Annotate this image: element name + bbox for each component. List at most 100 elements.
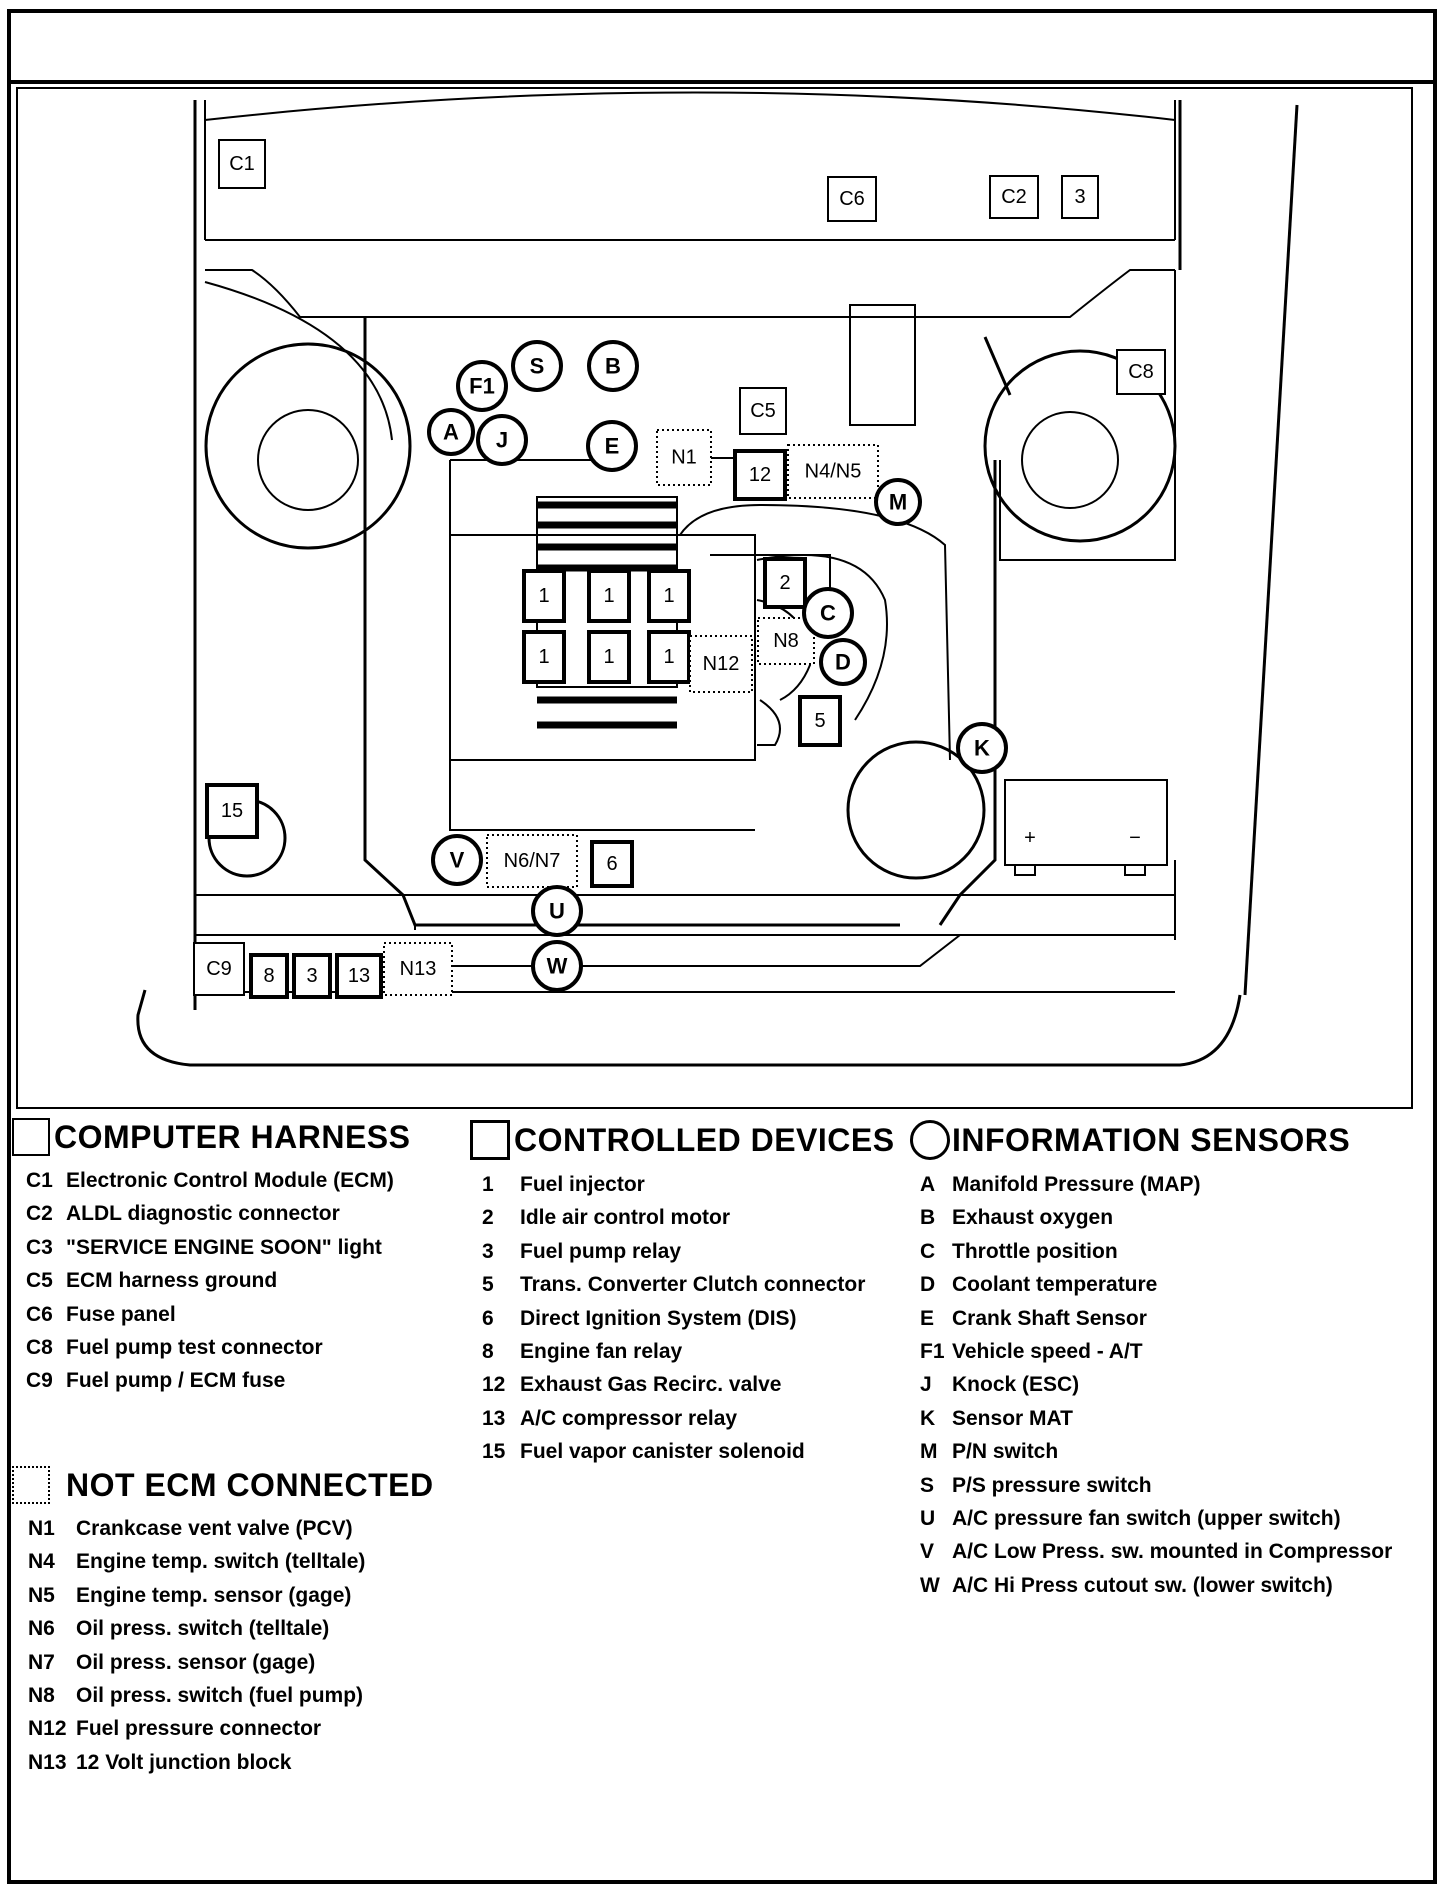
harness-c9-5: C9 — [193, 942, 245, 996]
legend-item-text: Fuel pump / ECM fuse — [66, 1369, 286, 1393]
not-ecm-box — [383, 942, 453, 996]
legend-item-text: P/N switch — [952, 1440, 1059, 1464]
legend-item-code: N12 — [28, 1717, 67, 1741]
legend-item-code: F1 — [920, 1339, 945, 1363]
legend-item-text: Crankcase vent valve (PCV) — [76, 1517, 353, 1540]
not-ecm-label: N4/N5 — [805, 461, 862, 483]
device-label: 8 — [263, 965, 274, 987]
device-5-8: 5 — [798, 695, 842, 747]
legend-item-n12: N12 Fuel pressure connector — [28, 1712, 434, 1745]
legend-item-text: Engine temp. sensor (gage) — [76, 1583, 352, 1607]
device-1-2: 1 — [587, 569, 631, 623]
sensor-label: W — [547, 954, 568, 979]
legend-item-text: Manifold Pressure (MAP) — [952, 1173, 1201, 1196]
legend-item-text: Exhaust oxygen — [952, 1206, 1114, 1230]
sensor-m: M — [874, 478, 922, 526]
device-label: 12 — [749, 464, 771, 486]
legend-information-sensors: INFORMATION SENSORS A Manifold Pressure (… — [910, 1120, 1392, 1602]
harness-label: C8 — [1128, 361, 1154, 383]
legend-item-text: Fuel vapor canister solenoid — [520, 1440, 805, 1464]
sensor-circle — [956, 722, 1008, 774]
device-label: 1 — [603, 585, 614, 607]
harness-box — [739, 387, 787, 435]
legend-item-text: ECM harness ground — [66, 1269, 278, 1293]
legend-item-m: M P/N switch — [920, 1435, 1392, 1468]
legend-item-text: Oil press. switch (telltale) — [76, 1617, 330, 1641]
legend-item-code: C — [920, 1239, 936, 1263]
legend-item-text: Fuel pressure connector — [76, 1717, 322, 1741]
not-ecm-label: N13 — [400, 958, 437, 980]
device-label: 6 — [606, 853, 617, 875]
legend-item-code: N5 — [28, 1583, 55, 1607]
harness-box — [827, 176, 877, 222]
legend-item-code: E — [920, 1306, 935, 1330]
legend-item-text: A/C Hi Press cutout sw. (lower switch) — [952, 1573, 1333, 1597]
harness-label: C9 — [206, 958, 232, 980]
legend-item-n6: N6 Oil press. switch (telltale) — [28, 1612, 434, 1645]
legend-item-code: 3 — [482, 1239, 494, 1263]
device-8-11: 8 — [249, 953, 289, 999]
sensor-a: A — [427, 408, 475, 456]
device-box — [335, 953, 383, 999]
legend-item-text: Fuel pump relay — [520, 1239, 682, 1263]
legend-item-text: "SERVICE ENGINE SOON" light — [66, 1235, 382, 1259]
legend-item-code: 13 — [482, 1406, 506, 1430]
harness-extra-box — [1061, 175, 1099, 219]
legend-item-code: 15 — [482, 1440, 506, 1464]
legend-item-w: W A/C Hi Press cutout sw. (lower switch) — [920, 1569, 1392, 1602]
legend-item-text: Idle air control motor — [520, 1206, 731, 1230]
legend-item-code: C6 — [26, 1302, 53, 1326]
sensor-label: S — [530, 354, 545, 379]
legend-item-code: A — [920, 1173, 936, 1196]
device-box — [647, 630, 691, 684]
not-ecm-n4-n5-1: N4/N5 — [787, 444, 879, 499]
legend-item-c3: C3"SERVICE ENGINE SOON" light — [26, 1231, 410, 1264]
not-ecm-label: N1 — [671, 447, 697, 469]
sensor-s: S — [511, 340, 563, 392]
device-box — [798, 695, 842, 747]
battery-plus: + — [1024, 827, 1036, 849]
harness-label: C6 — [839, 188, 865, 210]
legend-item-code: S — [920, 1473, 935, 1497]
device-1-5: 1 — [587, 630, 631, 684]
not-ecm-label: N12 — [703, 653, 740, 675]
legend-item-code: 6 — [482, 1306, 494, 1330]
harness-c6-3: C6 — [827, 176, 877, 222]
device-label: 1 — [663, 646, 674, 668]
sensor-circle — [476, 414, 528, 466]
circle-symbol-icon — [910, 1120, 950, 1160]
device-label: 5 — [814, 710, 825, 732]
sensor-w: W — [531, 940, 583, 992]
harness-extra-label: 3 — [1074, 186, 1085, 208]
not-ecm-label: N8 — [773, 630, 799, 652]
harness-label: C2 — [1001, 186, 1027, 208]
legend-title-information-sensors: INFORMATION SENSORS — [910, 1120, 1392, 1160]
legend-item-text: Oil press. switch (fuel pump) — [76, 1683, 364, 1707]
legend-item-text: Throttle position — [952, 1239, 1118, 1263]
air-cleaner — [846, 740, 986, 880]
device-label: 1 — [538, 646, 549, 668]
legend-item-code: N6 — [28, 1617, 55, 1641]
sensor-u: U — [531, 885, 583, 937]
legend-item-code: W — [920, 1573, 940, 1597]
legend-item-code: U — [920, 1506, 936, 1530]
device-label: 2 — [779, 572, 790, 594]
legend-item-code: 5 — [482, 1273, 494, 1297]
device-box — [205, 783, 259, 839]
square-symbol-icon — [12, 1118, 50, 1156]
legend-item-code: M — [920, 1440, 938, 1464]
device-13-13: 13 — [335, 953, 383, 999]
device-label: 3 — [306, 965, 317, 987]
